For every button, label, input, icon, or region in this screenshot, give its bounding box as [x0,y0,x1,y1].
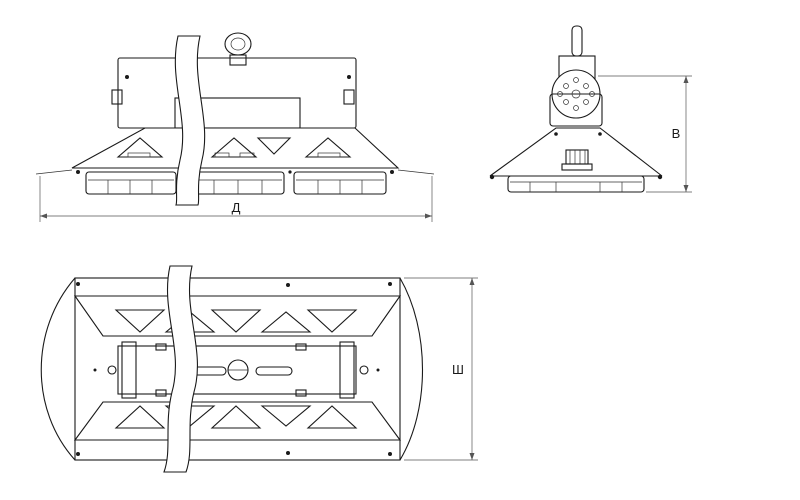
top-housing-body [74,277,401,461]
front-view: Д [35,32,435,222]
dimension-length: Д [39,176,433,222]
top-break-line [163,265,198,473]
height-label: В [672,126,681,141]
side-led-module [507,175,645,193]
bracket-bolt-right [343,89,355,105]
length-label: Д [232,200,241,215]
led-module-1 [85,171,177,195]
dimension-height: В [598,75,692,193]
mounting-slot-2 [255,366,293,376]
top-view: Ш [40,265,478,473]
bracket-bolt-left [111,89,123,105]
side-eye-bolt [571,25,583,57]
break-line [174,35,206,206]
width-label: Ш [452,362,464,377]
mounting-bracket [117,57,357,129]
side-view: В [489,25,692,193]
dimension-width: Ш [404,277,478,461]
side-housing [489,127,663,177]
eye-bolt [224,32,252,56]
